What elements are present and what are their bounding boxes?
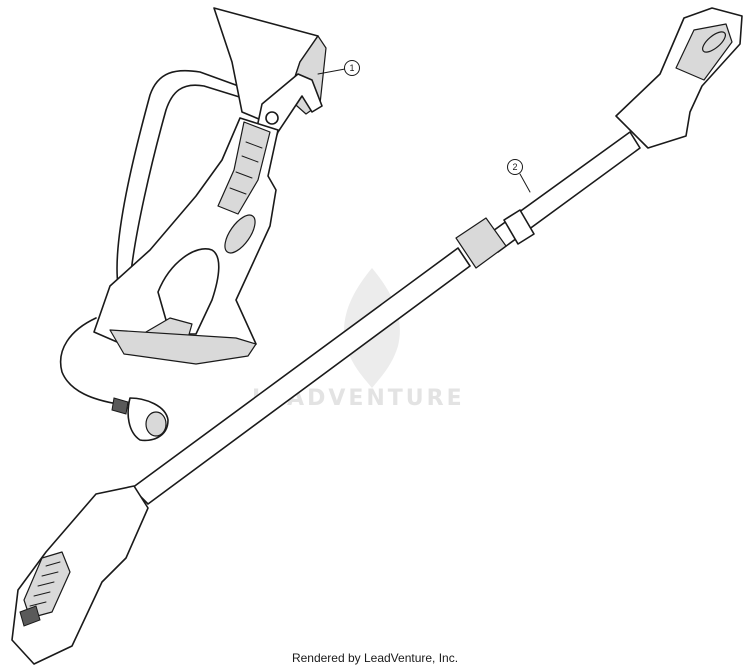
power-cord-plug-face: [145, 411, 167, 437]
handle-pivot: [265, 111, 279, 125]
pole-top-handle-button: [702, 31, 726, 53]
power-cord-wire: [59, 317, 119, 405]
pole-upper-shaft: [485, 131, 641, 253]
pole-coupling-collar: [455, 217, 507, 269]
callout-2-leader: [519, 173, 531, 193]
pole-assembly: [11, 7, 743, 665]
handle-base: [109, 329, 257, 365]
pole-bottom-head: [11, 485, 149, 665]
handle-grip-button: [224, 214, 256, 254]
power-cord-strain-relief: [111, 397, 129, 415]
pole-coupling-clamp: [503, 209, 535, 245]
pole-bottom-head-latch: [19, 605, 41, 627]
pole-bottom-head-rack: [23, 551, 71, 619]
callout-2-label: 2: [512, 162, 517, 172]
footer-credit: Rendered by LeadVenture, Inc.: [291, 651, 459, 665]
callout-1-leader: [317, 68, 346, 75]
callout-1-label: 1: [349, 63, 354, 73]
power-cord: [59, 317, 169, 442]
callout-2[interactable]: 2: [507, 159, 531, 193]
callout-2-circle: [507, 159, 523, 175]
handle-assembly: [93, 7, 327, 365]
handle-trigger-opening: [157, 248, 220, 335]
handle-grip-spine: [217, 121, 271, 215]
callout-1[interactable]: 1: [317, 60, 360, 76]
callout-1-circle: [344, 60, 360, 76]
